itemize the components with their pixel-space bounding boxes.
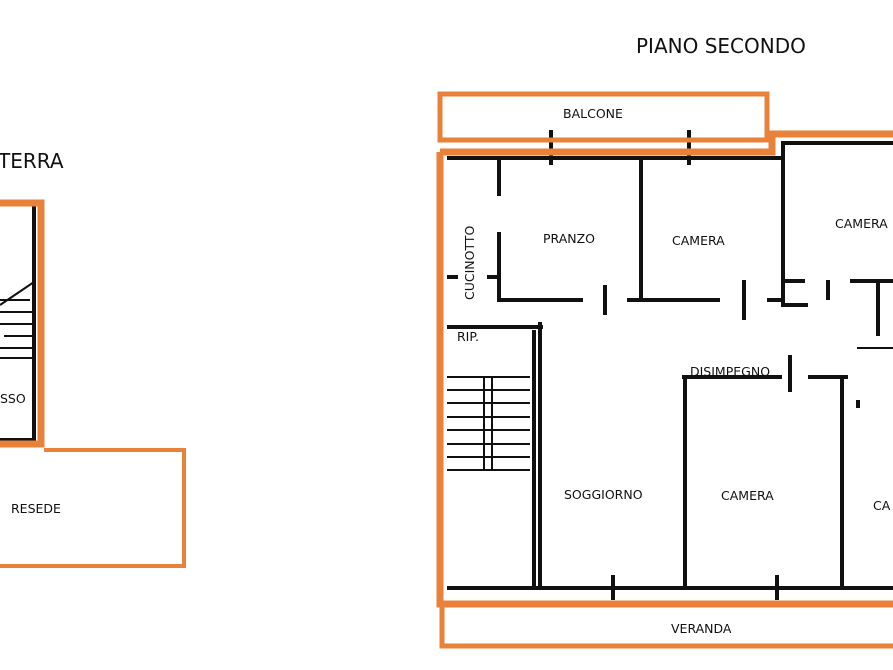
balcone-outline	[437, 91, 770, 143]
ingresso-outline	[0, 199, 45, 448]
resede-outline	[0, 448, 186, 568]
room-label-ingresso: SSO	[0, 391, 26, 406]
staircase	[0, 281, 35, 359]
room-label-cucinotto: CUCINOTTO	[462, 225, 477, 300]
room-label-veranda: VERANDA	[671, 621, 732, 636]
walls	[447, 130, 893, 600]
room-label-disimpegno: DISIMPEGNO	[690, 364, 770, 379]
second-floor-plan: PIANO SECONDO BALCONE CUCINOTTO PRANZO C	[436, 34, 893, 649]
wall	[0, 206, 36, 442]
room-label-camera-1: CAMERA	[672, 233, 725, 248]
room-label-resede: RESEDE	[11, 501, 61, 516]
room-label-balcone: BALCONE	[563, 106, 623, 121]
staircase	[447, 376, 530, 471]
ground-floor-title: TERRA	[0, 149, 64, 173]
second-floor-title: PIANO SECONDO	[636, 34, 806, 58]
room-label-pranzo: PRANZO	[543, 231, 595, 246]
apartment-outline	[436, 130, 893, 608]
ground-floor-plan: TERRA SSO RESEDE	[0, 149, 186, 568]
room-label-camera-2: CAMERA	[835, 216, 888, 231]
veranda-outline	[439, 604, 893, 649]
room-label-camera-4: CA	[873, 498, 891, 513]
room-label-soggiorno: SOGGIORNO	[564, 487, 643, 502]
room-label-rip: RIP.	[457, 329, 479, 344]
room-label-camera-3: CAMERA	[721, 488, 774, 503]
